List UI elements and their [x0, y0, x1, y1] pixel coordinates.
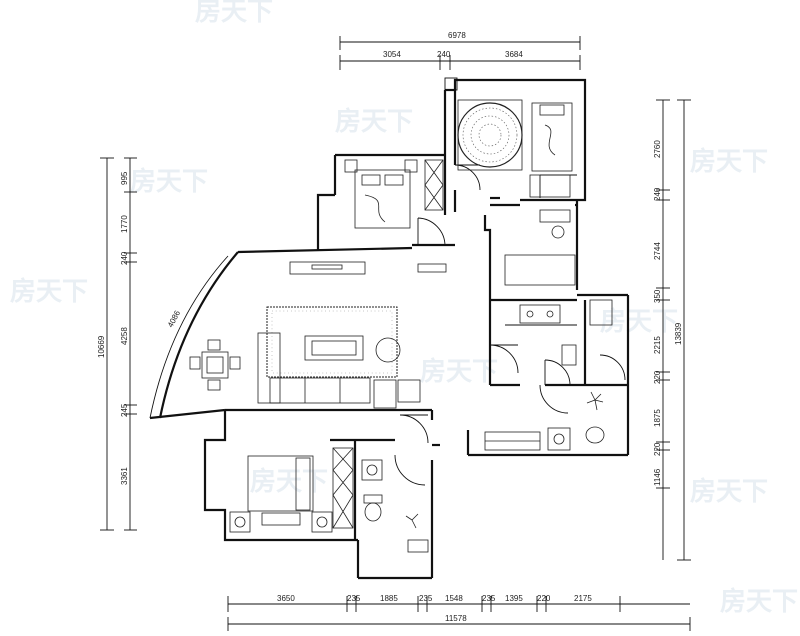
bottom-dimension-5: 1548	[445, 594, 463, 603]
right-dimension-7: 1875	[653, 409, 662, 427]
bottom-dimension-4: 235	[419, 594, 433, 603]
guest-bed	[229, 455, 333, 533]
bottom-dimension-8: 220	[537, 594, 551, 603]
left-total-dimension: 10669	[97, 335, 106, 358]
watermarks: 房天下 房天下 房天下 房天下 房天下 房天下 房天下 房天下 房天下 房天下	[10, 0, 798, 616]
bottom-dimension-chain	[227, 596, 691, 631]
watermark: 房天下	[600, 306, 678, 336]
doors	[394, 164, 626, 486]
bottom-dimension-2: 235	[347, 594, 361, 603]
right-dimension-2: 240	[653, 187, 662, 201]
bottom-dimension-1: 3650	[277, 594, 295, 603]
right-dimension-3: 2744	[653, 242, 662, 260]
right-dimension-6: 220	[653, 370, 662, 384]
living-rug	[266, 306, 398, 378]
right-dimension-5: 2215	[653, 336, 662, 354]
right-dimension-9: 1146	[653, 468, 662, 486]
right-total-dimension: 13839	[674, 322, 683, 345]
watermark: 房天下	[130, 166, 208, 196]
left-dimension-chain	[100, 157, 137, 531]
top-total-dimension: 6978	[448, 31, 466, 40]
bathroom-fixtures	[484, 391, 605, 451]
top-dimension-chain	[339, 36, 581, 70]
left-dimension-3: 240	[120, 251, 129, 265]
bottom-dimension-6: 235	[482, 594, 496, 603]
right-dimension-8: 220	[653, 442, 662, 456]
watermark: 房天下	[10, 276, 88, 306]
walls	[149, 78, 630, 580]
toilet-and-sink	[361, 459, 429, 553]
right-dimension-4: 350	[653, 289, 662, 303]
bottom-dimension-3: 1885	[380, 594, 398, 603]
right-dimension-1: 2760	[653, 140, 662, 158]
closet	[332, 447, 354, 529]
balcony	[444, 77, 458, 91]
double-bed	[344, 159, 418, 229]
single-bed	[529, 102, 573, 198]
top-dimension-2: 240	[437, 50, 451, 59]
bottom-dimension-7: 1395	[505, 594, 523, 603]
watermark: 房天下	[720, 586, 798, 616]
left-dimension-1: 995	[120, 171, 129, 185]
bottom-dimension-9: 2175	[574, 594, 592, 603]
right-dimension-chain	[656, 99, 691, 561]
watermark: 房天下	[690, 476, 768, 506]
round-rug	[457, 99, 523, 171]
top-dimension-3: 3684	[505, 50, 523, 59]
watermark: 房天下	[690, 146, 768, 176]
watermark: 房天下	[335, 106, 413, 136]
left-dimension-4: 4258	[120, 327, 129, 345]
tv-console	[289, 261, 447, 275]
bottom-total-dimension: 11578	[445, 614, 467, 623]
watermark: 房天下	[195, 0, 273, 26]
watermark: 房天下	[250, 466, 328, 496]
dining-table	[189, 339, 241, 391]
wardrobe	[424, 159, 444, 211]
left-dimension-2: 1770	[120, 215, 129, 233]
left-dimension-5: 245	[120, 403, 129, 417]
top-dimension-1: 3054	[383, 50, 401, 59]
arc-dimension: 4086	[166, 309, 183, 329]
sofa	[257, 332, 421, 409]
left-dimension-6: 3361	[120, 467, 129, 485]
kitchen-counter	[504, 209, 613, 366]
watermark: 房天下	[420, 356, 498, 386]
